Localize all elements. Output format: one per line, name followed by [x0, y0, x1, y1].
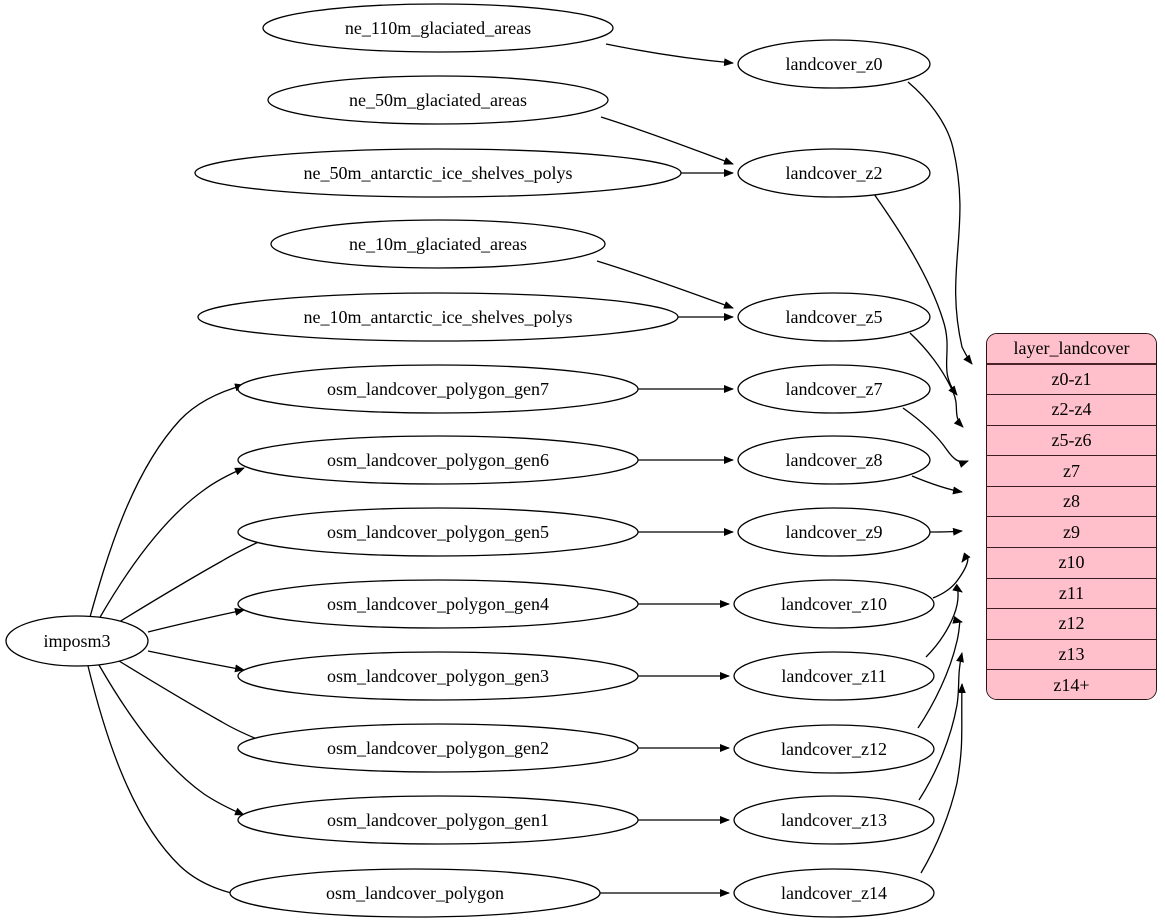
node-landcover_z5[interactable]: [737, 292, 931, 342]
node-ne_10m_antarctic_ice_shelves_polys[interactable]: [197, 292, 679, 342]
edge-landcover_z5-to-row-z5-z6: [909, 332, 964, 428]
node-osm_landcover_polygon_gen4[interactable]: [237, 579, 639, 629]
edge-ne_10m_glaciated_areas-to-landcover_z5: [596, 260, 734, 309]
edge-landcover_z10-to-row-z10: [932, 552, 971, 599]
node-imposm3[interactable]: [5, 615, 149, 667]
node-landcover_z0[interactable]: [737, 39, 931, 89]
edge-ne_50m_glaciated_areas-to-landcover_z2: [600, 116, 734, 165]
node-landcover_z11[interactable]: [733, 651, 935, 701]
edge-landcover_z8-to-row-z8: [911, 475, 963, 495]
edge-ne_110m_glaciated_areas-to-landcover_z0: [605, 43, 734, 67]
table-row-row-z5-z6[interactable]: z5-z6: [987, 425, 1156, 457]
node-landcover_z7[interactable]: [737, 364, 931, 414]
table-row-row-z11[interactable]: z11: [987, 578, 1156, 610]
edge-landcover_z12-to-row-z12: [917, 615, 963, 729]
table-row-row-z7[interactable]: z7: [987, 456, 1156, 487]
node-ne_10m_glaciated_areas[interactable]: [270, 219, 606, 269]
node-osm_landcover_polygon_gen2[interactable]: [237, 723, 639, 773]
edge-imposm3-to-osm_landcover_polygon_gen1: [98, 664, 245, 816]
node-osm_landcover_polygon_gen5[interactable]: [237, 507, 639, 557]
table-row-row-z10[interactable]: z10: [987, 548, 1156, 579]
nodes-group: [5, 3, 935, 918]
node-osm_landcover_polygon_gen3[interactable]: [237, 651, 639, 701]
edges-group: [87, 43, 973, 900]
edge-imposm3-to-osm_landcover_polygon_gen4: [147, 607, 245, 633]
table-row-row-z0-z1[interactable]: z0-z1: [987, 364, 1156, 396]
node-ne_50m_glaciated_areas[interactable]: [267, 75, 609, 125]
node-landcover_z13[interactable]: [733, 795, 935, 845]
edge-landcover_z2-to-row-z2-z4: [873, 193, 958, 396]
table-row-row-z13[interactable]: z13: [987, 639, 1156, 671]
node-landcover_z9[interactable]: [737, 507, 931, 557]
edge-landcover_z9-to-row-z9: [929, 527, 963, 536]
edge-imposm3-to-osm_landcover_polygon_gen5: [118, 536, 270, 623]
node-ne_110m_glaciated_areas[interactable]: [262, 3, 614, 53]
node-landcover_z10[interactable]: [733, 579, 935, 629]
table-header: layer_landcover: [987, 334, 1156, 365]
edge-landcover_z13-to-row-z13: [918, 652, 964, 801]
edge-imposm3-to-osm_landcover_polygon_gen6: [98, 467, 245, 620]
node-osm_landcover_polygon[interactable]: [229, 868, 601, 918]
edge-landcover_z7-to-row-z7: [902, 407, 969, 468]
edge-landcover_z0-to-row-z0-z1: [907, 81, 973, 365]
table-row-row-z2-z4[interactable]: z2-z4: [987, 395, 1156, 426]
table-row-row-z9[interactable]: z9: [987, 517, 1156, 549]
edge-imposm3-to-osm_landcover_polygon: [87, 665, 251, 900]
edge-imposm3-to-osm_landcover_polygon_gen3: [147, 650, 245, 673]
node-osm_landcover_polygon_gen6[interactable]: [237, 435, 639, 485]
edge-imposm3-to-osm_landcover_polygon_gen7: [89, 383, 245, 618]
edge-landcover_z11-to-row-z11: [925, 583, 963, 658]
node-landcover_z12[interactable]: [733, 724, 935, 774]
node-landcover_z2[interactable]: [737, 148, 931, 198]
node-ne_50m_antarctic_ice_shelves_polys[interactable]: [194, 148, 682, 198]
table-row-row-z8[interactable]: z8: [987, 486, 1156, 518]
edge-imposm3-to-osm_landcover_polygon_gen2: [118, 660, 270, 745]
node-landcover_z8[interactable]: [737, 435, 931, 485]
node-osm_landcover_polygon_gen7[interactable]: [237, 364, 639, 414]
table-row-row-z14p[interactable]: z14+: [987, 670, 1156, 699]
node-osm_landcover_polygon_gen1[interactable]: [237, 795, 639, 845]
edge-landcover_z14-to-row-z14p: [920, 683, 966, 874]
table-row-row-z12[interactable]: z12: [987, 609, 1156, 640]
node-landcover_z14[interactable]: [733, 868, 935, 918]
